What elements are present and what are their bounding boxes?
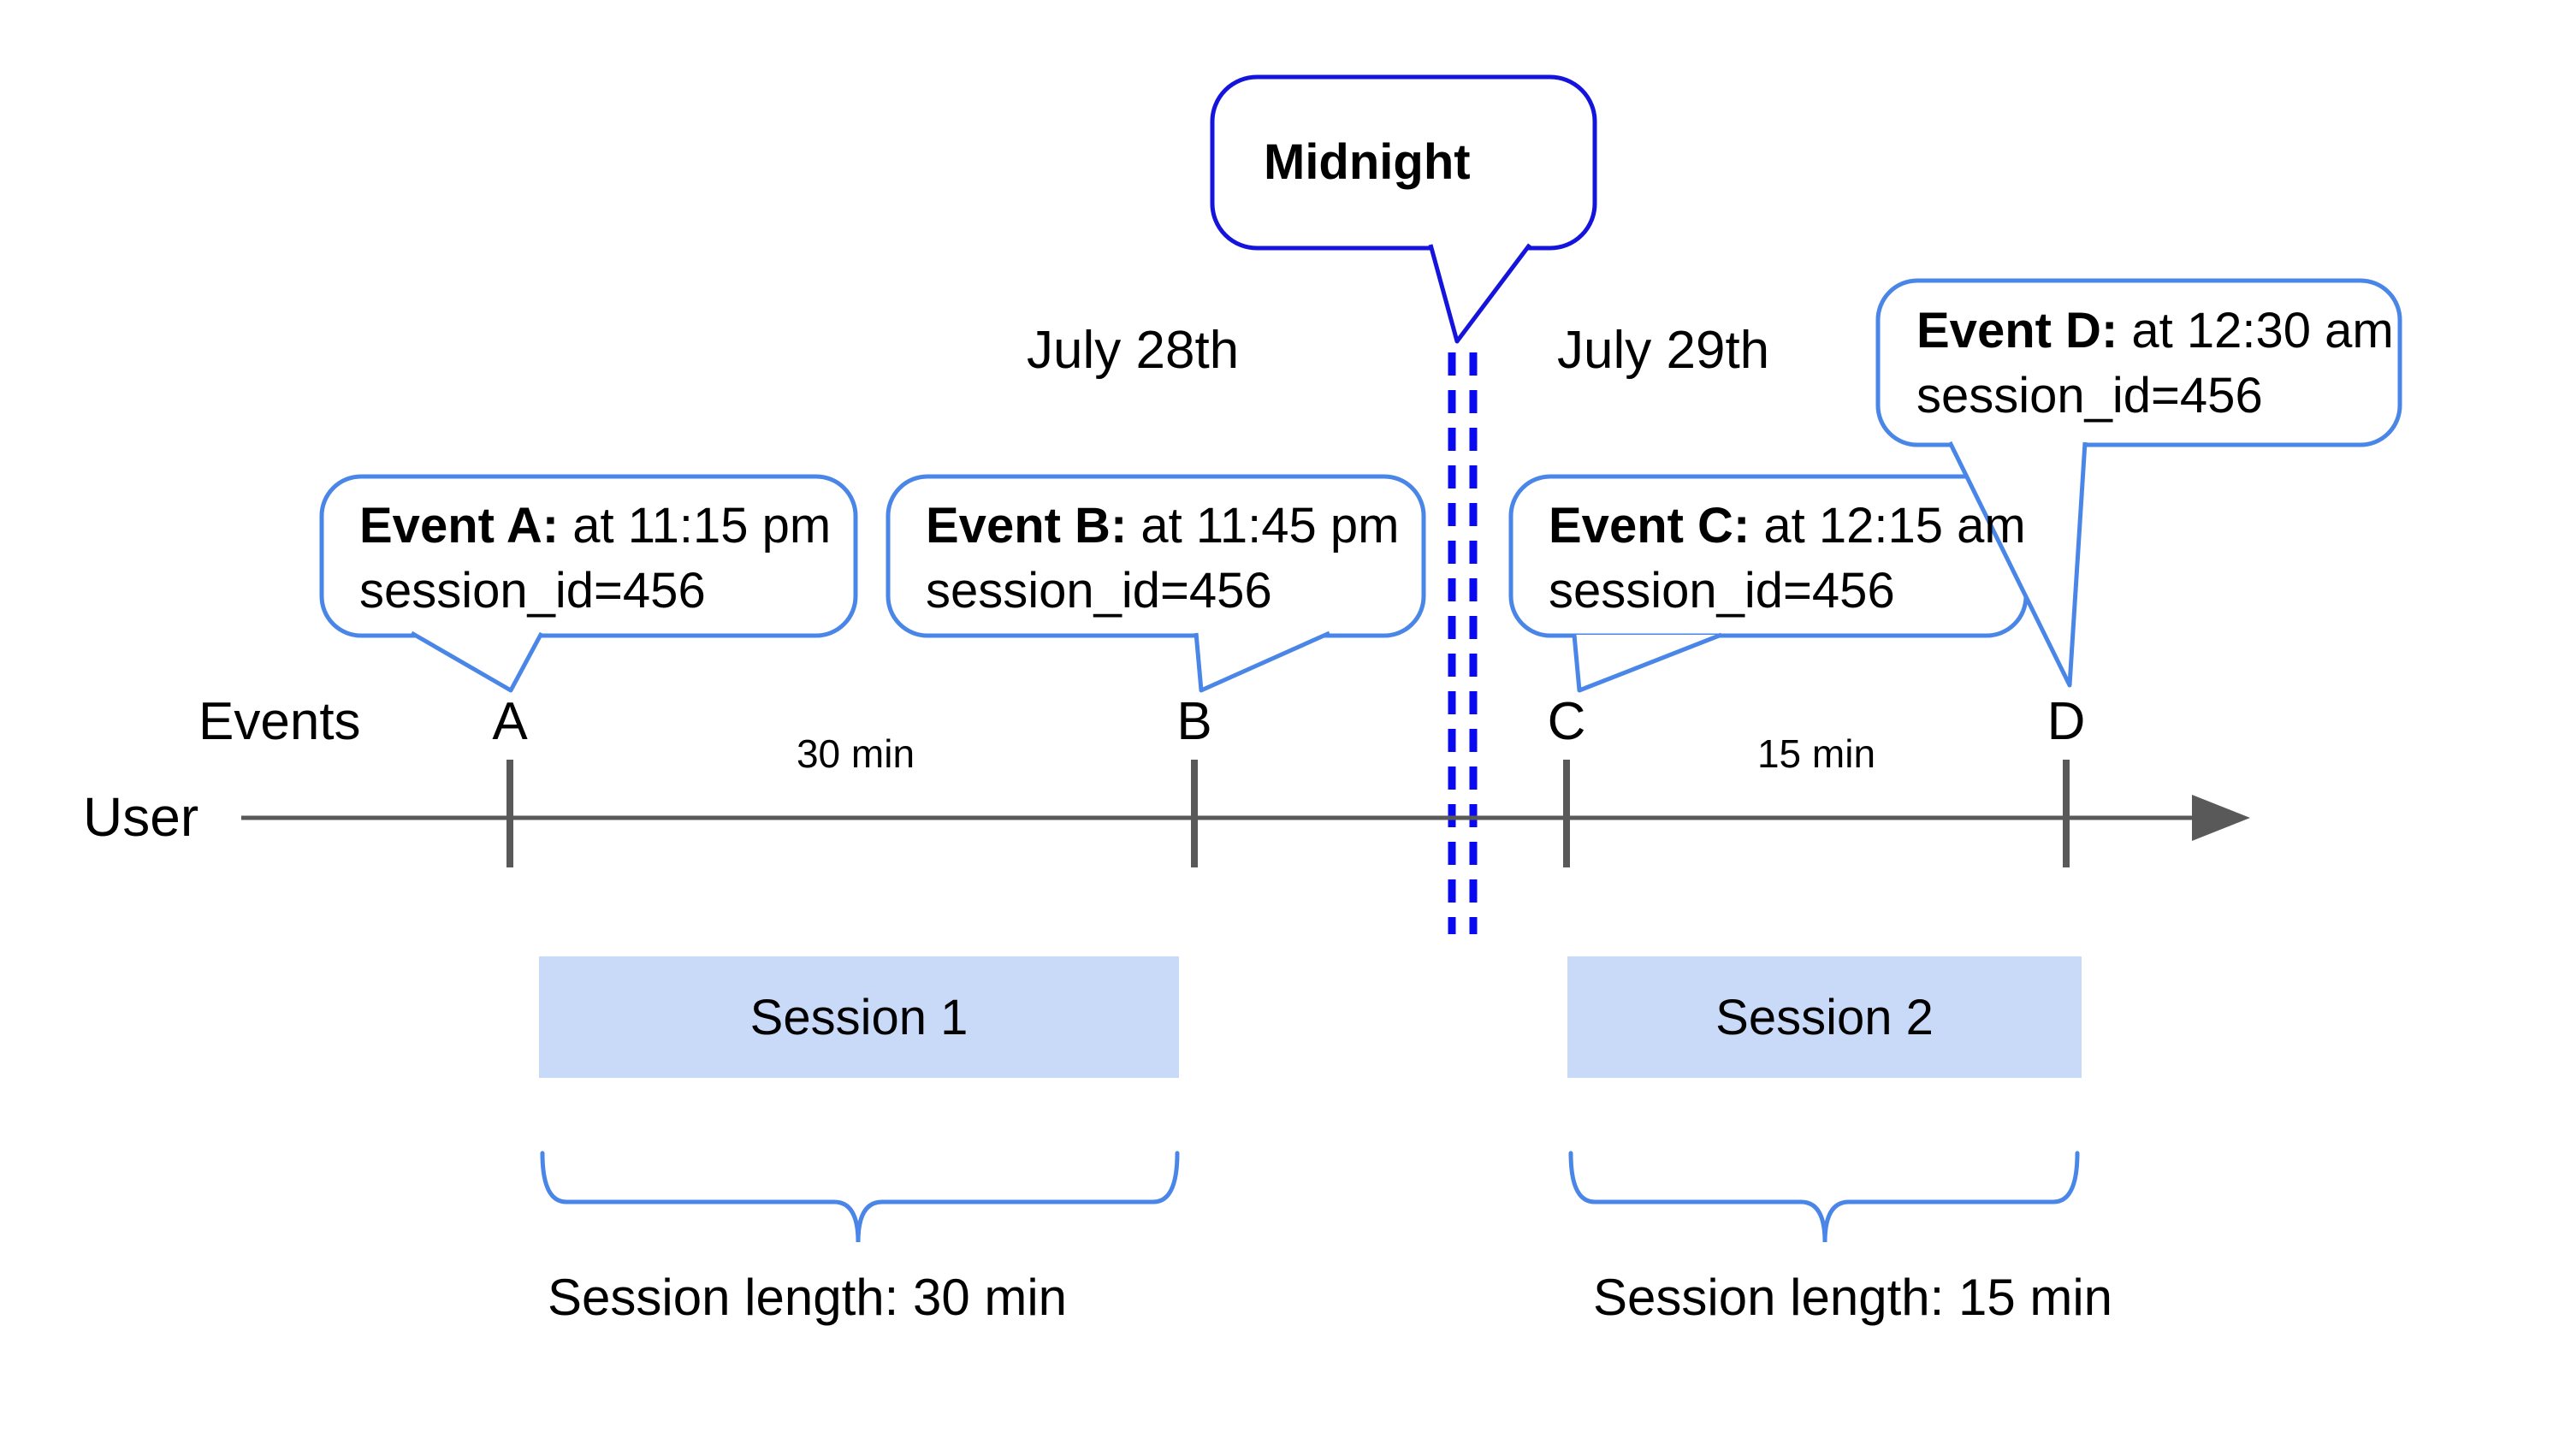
- session2-brace: [1568, 1151, 2080, 1243]
- event-marker-a: A: [492, 692, 528, 751]
- interval-label-15min: 15 min: [1756, 731, 1876, 776]
- event-marker-c: C: [1547, 692, 1586, 751]
- event-c-time: at 12:15 am: [1750, 498, 2026, 553]
- event-a-callout-tail: [410, 630, 544, 693]
- timeline-arrowhead: [2192, 795, 2250, 841]
- event-d-callout-text: Event D: at 12:30 am session_id=456: [1916, 299, 2394, 429]
- event-d-callout-tail: [1947, 441, 2088, 688]
- interval-label-30min: 30 min: [796, 731, 915, 776]
- session2-box: [1567, 956, 2082, 1078]
- event-b-callout-tail: [1194, 630, 1331, 693]
- event-c-callout-tail: [1572, 632, 1722, 693]
- event-d-callout-bubble: [1875, 278, 2402, 447]
- session1-brace: [540, 1151, 1180, 1243]
- event-c-callout-text: Event C: at 12:15 am session_id=456: [1549, 494, 2026, 624]
- event-c-session-id: session_id=456: [1549, 563, 1895, 619]
- date-label-july-29: July 29th: [1557, 321, 1770, 380]
- event-d-time: at 12:30 am: [2118, 303, 2394, 358]
- event-marker-d: D: [2047, 692, 2086, 751]
- session2-length-label: Session length: 15 min: [1593, 1269, 2113, 1326]
- event-a-session-id: session_id=456: [359, 563, 706, 619]
- session1-label: Session 1: [749, 989, 968, 1045]
- event-b-line1: Event B: at 11:45 pm: [926, 494, 1399, 559]
- event-marker-b: B: [1176, 692, 1212, 751]
- midnight-callout-bubble: [1210, 74, 1597, 251]
- event-a-title: Event A:: [359, 498, 560, 553]
- event-a-time: at 11:15 pm: [559, 498, 832, 553]
- event-a-line1: Event A: at 11:15 pm: [359, 494, 831, 559]
- event-b-title: Event B:: [926, 498, 1128, 553]
- midnight-callout-tail: [1428, 243, 1531, 344]
- event-b-time: at 11:45 pm: [1127, 498, 1400, 553]
- event-d-title: Event D:: [1916, 303, 2118, 358]
- event-b-callout-text: Event B: at 11:45 pm session_id=456: [926, 494, 1399, 624]
- session1-length-label: Session length: 30 min: [548, 1269, 1068, 1326]
- event-a-callout-bubble: [319, 474, 858, 638]
- date-label-july-28: July 28th: [1027, 321, 1240, 380]
- event-d-session-id: session_id=456: [1916, 368, 2263, 423]
- event-b-session-id: session_id=456: [926, 563, 1272, 619]
- event-a-callout-text: Event A: at 11:15 pm session_id=456: [359, 494, 831, 624]
- event-c-title: Event C:: [1549, 498, 1750, 553]
- event-b-callout-bubble: [886, 474, 1426, 638]
- events-row-label: Events: [198, 692, 361, 751]
- event-d-line1: Event D: at 12:30 am: [1916, 299, 2394, 364]
- session1-box: [539, 956, 1179, 1078]
- event-c-line1: Event C: at 12:15 am: [1549, 494, 2026, 559]
- user-axis-label: User: [83, 786, 199, 848]
- midnight-callout-label: Midnight: [1264, 134, 1471, 190]
- session2-label: Session 2: [1715, 989, 1934, 1045]
